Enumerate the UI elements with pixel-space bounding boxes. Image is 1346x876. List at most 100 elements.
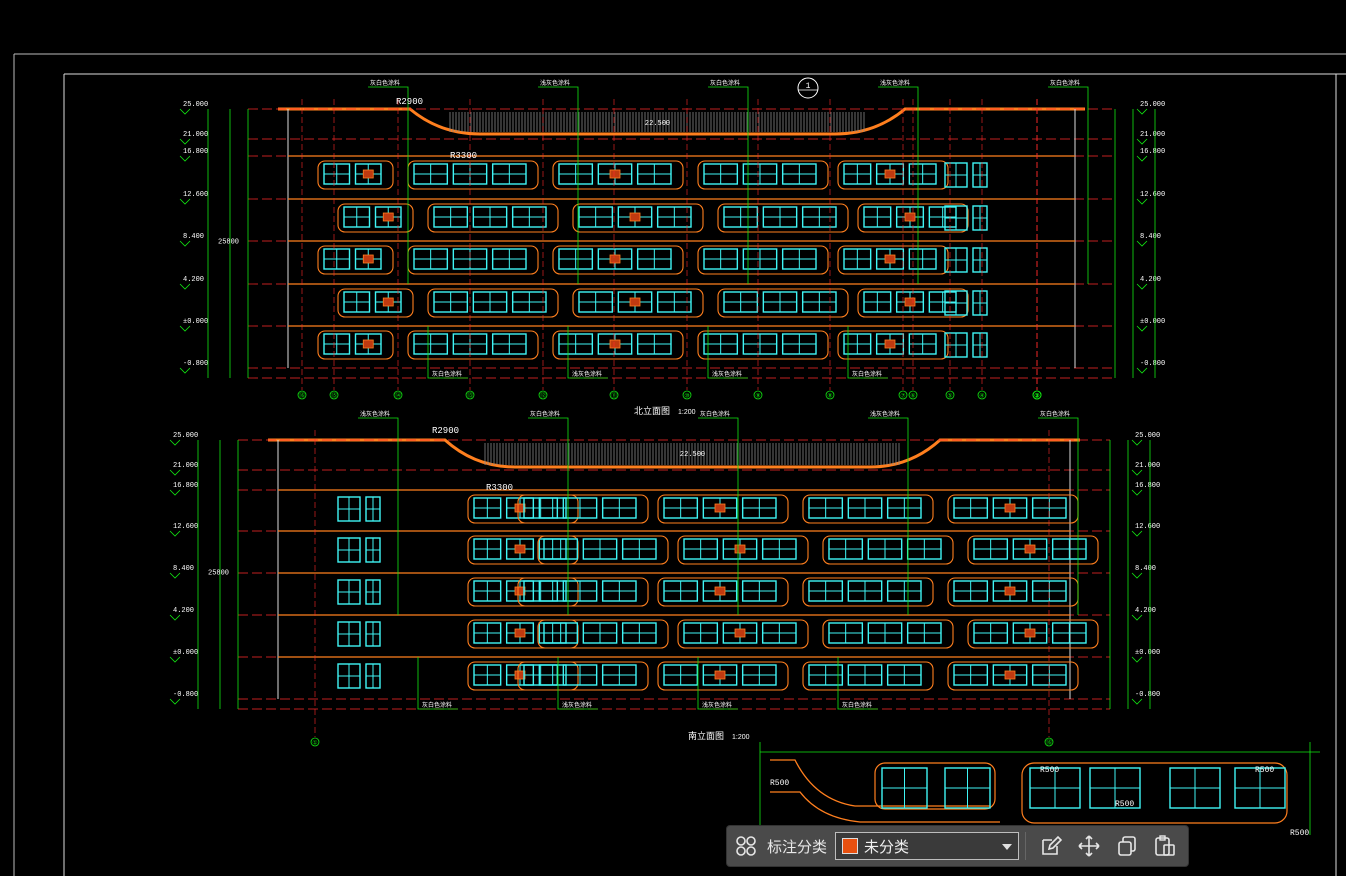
total-height-dim: 25800 [208,570,229,578]
note-label: 浅灰色涂料 [540,79,570,87]
level-label-left: 12.600 [173,523,198,531]
window-red-panel [382,297,394,307]
level-label-right: ±0.000 [1135,649,1160,657]
detail-band [874,762,996,810]
grid-axis-bubble [1044,737,1054,747]
note-leader [878,86,919,284]
category-select[interactable]: 未分类 [835,832,1020,860]
window-red-panel [514,628,526,638]
level-label-right: 25.000 [1140,101,1165,109]
copy-icon[interactable] [1112,831,1142,861]
note-leader [417,657,458,710]
level-label-right: -0.800 [1135,691,1160,699]
window-band [517,661,649,691]
annotation-category-label: 标注分类 [767,838,828,856]
note-label: 灰白色涂料 [432,370,462,378]
level-marker-right [1136,138,1148,145]
window-band [717,288,849,318]
radius-label: R500 [1115,800,1134,809]
paste-icon[interactable] [1150,831,1180,861]
window-band [517,577,649,607]
level-label-right: 25.000 [1135,432,1160,440]
radius-label: R500 [770,779,789,788]
grid-axis-bubble [682,390,692,400]
level-label-left: 4.200 [183,276,204,284]
level-label-left: 16.800 [173,482,198,490]
south-elevation-scale: 1:200 [732,734,750,741]
grid-axis-label: ⑬ [467,392,473,400]
grid-axis-bubble [1032,390,1042,400]
note-leader [427,326,468,379]
level-marker-right [1131,572,1143,579]
level-label-right: 4.200 [1135,607,1156,615]
level-label-right: 8.400 [1140,233,1161,241]
level-marker-left [179,138,191,145]
window-band [517,494,649,524]
window-band [337,203,414,233]
window-band [537,535,669,565]
edit-icon[interactable] [1036,831,1066,861]
grid-axis-label: ⑯ [299,392,305,400]
grid-axis-label: ① [1034,393,1039,400]
level-label-right: 16.800 [1135,482,1160,490]
toolbar-divider [1025,832,1027,860]
level-marker-right [1136,240,1148,247]
window-band [427,203,559,233]
grid-axis-bubble [393,390,403,400]
roof-hatch [449,112,865,132]
level-marker-right [1131,530,1143,537]
note-leader [368,86,409,284]
grid-icon[interactable] [731,831,761,861]
grid-axis-bubble [825,390,835,400]
window-red-panel [609,339,621,349]
grid-axis-label: ⑮ [331,392,337,400]
note-leader [358,417,399,615]
detail-slab-curve [770,759,990,807]
window-band [822,619,954,649]
window-band [657,494,789,524]
note-leader [868,417,909,615]
roof-level-label: 22.500 [680,451,705,459]
level-marker-right [1136,155,1148,162]
category-color-swatch [842,838,859,854]
grid-axis-label: ⑧ [827,393,832,400]
window-band [317,245,394,275]
grid-axis-bubble [538,390,548,400]
window-red-panel [1004,670,1016,680]
level-marker-left [169,698,181,705]
note-leader [567,326,608,379]
window-red-panel [362,339,374,349]
window-band [552,160,684,190]
grid-axis-label: ⑩ [684,393,689,400]
grid-axis-bubble [609,390,619,400]
level-marker-left [179,108,191,115]
window-band [967,535,1099,565]
radius-label: R3300 [450,151,477,161]
level-marker-right [1136,108,1148,115]
note-leader [557,657,598,710]
window-band [657,661,789,691]
window-band [677,619,809,649]
level-label-left: ±0.000 [183,318,208,326]
window-red-panel [714,586,726,596]
level-label-left: 12.600 [183,191,208,199]
window-band [407,330,539,360]
level-label-left: -0.800 [183,360,208,368]
move-icon[interactable] [1074,831,1104,861]
window-red-panel [1024,628,1036,638]
level-marker-left [179,283,191,290]
level-label-left: 4.200 [173,607,194,615]
window-band [717,203,849,233]
north-elevation-scale: 1:200 [678,409,696,416]
detail-slab-curve [770,791,1000,823]
window-band [407,160,539,190]
note-leader [837,657,878,710]
note-leader [697,657,738,710]
level-label-left: 8.400 [183,233,204,241]
south-elevation-title: 南立面图 [688,730,724,741]
window-red-panel [1024,544,1036,554]
note-leader [707,326,748,379]
window-red-panel [362,169,374,179]
